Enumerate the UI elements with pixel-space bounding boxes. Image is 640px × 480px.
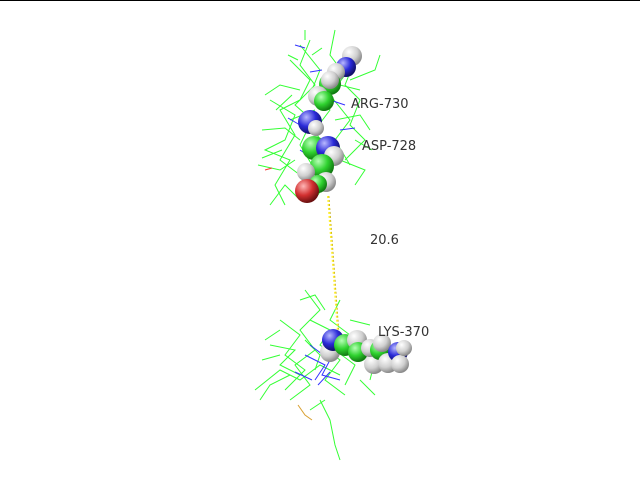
atom-hydrogen bbox=[373, 334, 391, 352]
atom-hydrogen bbox=[321, 71, 339, 89]
lower-spheres bbox=[320, 329, 412, 374]
distance-line bbox=[327, 195, 339, 333]
residue-label-asp-728: ASP-728 bbox=[362, 139, 416, 154]
atom-hydrogen bbox=[396, 340, 412, 356]
distance-label: 20.6 bbox=[370, 233, 399, 248]
atom-oxygen bbox=[295, 179, 319, 203]
residue-label-arg-730: ARG-730 bbox=[351, 97, 409, 112]
residue-label-lys-370: LYS-370 bbox=[378, 325, 429, 340]
distance-line-shadow bbox=[328, 195, 340, 333]
atom-hydrogen bbox=[297, 163, 315, 181]
lower-cluster-lines-orange bbox=[297, 404, 313, 421]
atom-carbon bbox=[314, 91, 334, 111]
atom-hydrogen bbox=[391, 355, 409, 373]
lower-cluster-lines bbox=[254, 289, 376, 461]
atom-carbon bbox=[310, 154, 334, 178]
upper-spheres bbox=[295, 46, 362, 203]
atom-hydrogen bbox=[308, 120, 324, 136]
